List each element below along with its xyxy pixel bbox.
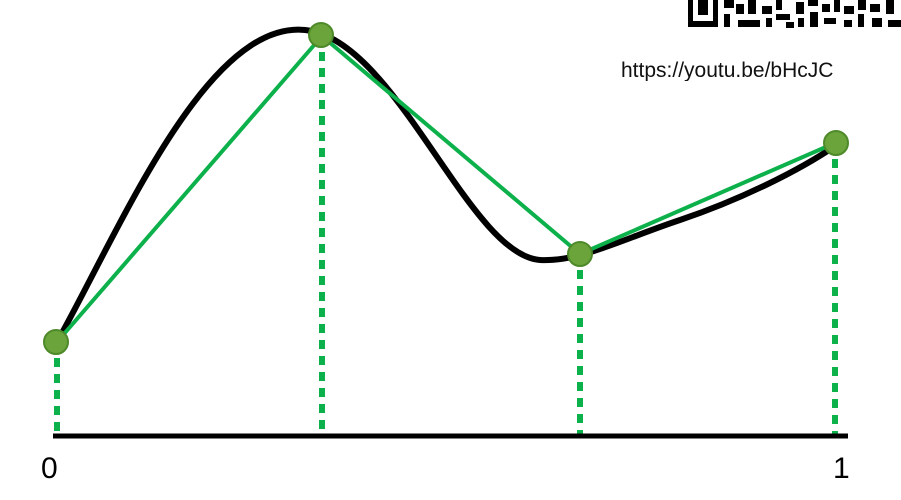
video-url: https://youtu.be/bHcJC: [621, 60, 834, 81]
qr-code-icon: [688, 0, 901, 32]
linear-interpolant: [55, 34, 836, 344]
axis-tick-label-start: 0: [41, 452, 58, 485]
sample-point-2: [308, 22, 334, 48]
sample-point-1: [43, 329, 69, 355]
function-curve: [54, 26, 838, 345]
guide-lines: [54, 36, 838, 434]
sample-points: [43, 22, 849, 355]
sample-point-4: [823, 130, 849, 156]
sample-point-3: [567, 241, 593, 267]
axis-tick-label-end: 1: [833, 452, 850, 485]
